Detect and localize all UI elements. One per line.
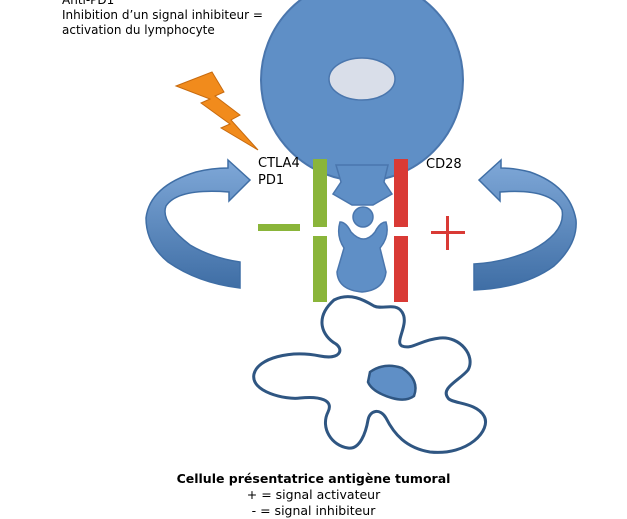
caption-minus-legend: - = signal inhibiteur (251, 503, 376, 518)
pd1-label: PD1 (258, 173, 285, 188)
cd28-label: CD28 (426, 157, 462, 172)
caption: Cellule présentatrice antigène tumoral +… (0, 471, 627, 519)
antigen-presenting-cell (252, 295, 487, 454)
ctla4-pd1-receptor (313, 159, 327, 227)
left-curved-arrow (145, 158, 252, 289)
lightning-bolt-icon (174, 71, 259, 151)
mhc-molecule (336, 221, 388, 293)
t-cell-nucleus (328, 57, 396, 101)
antigen-peptide (352, 206, 374, 228)
apc-nucleus (366, 364, 417, 401)
caption-title: Cellule présentatrice antigène tumoral (176, 471, 451, 486)
minus-sign (258, 224, 300, 231)
caption-plus-legend: + = signal activateur (246, 487, 381, 502)
tcr-receptor (331, 164, 394, 206)
ctla4-label: CTLA4 (258, 156, 300, 171)
anti-pd1-note: Anti-PD1 Inhibition d’un signal inhibite… (62, 0, 263, 38)
anti-pd1-title: Anti-PD1 (62, 0, 115, 7)
cd28-receptor (394, 159, 408, 227)
ctla4-pd1-ligand (313, 236, 327, 302)
cd28-ligand (394, 236, 408, 302)
anti-pd1-line3: activation du lymphocyte (62, 23, 215, 37)
plus-sign-v (446, 216, 449, 250)
right-curved-arrow (473, 158, 577, 291)
anti-pd1-line2: Inhibition d’un signal inhibiteur = (62, 8, 263, 22)
